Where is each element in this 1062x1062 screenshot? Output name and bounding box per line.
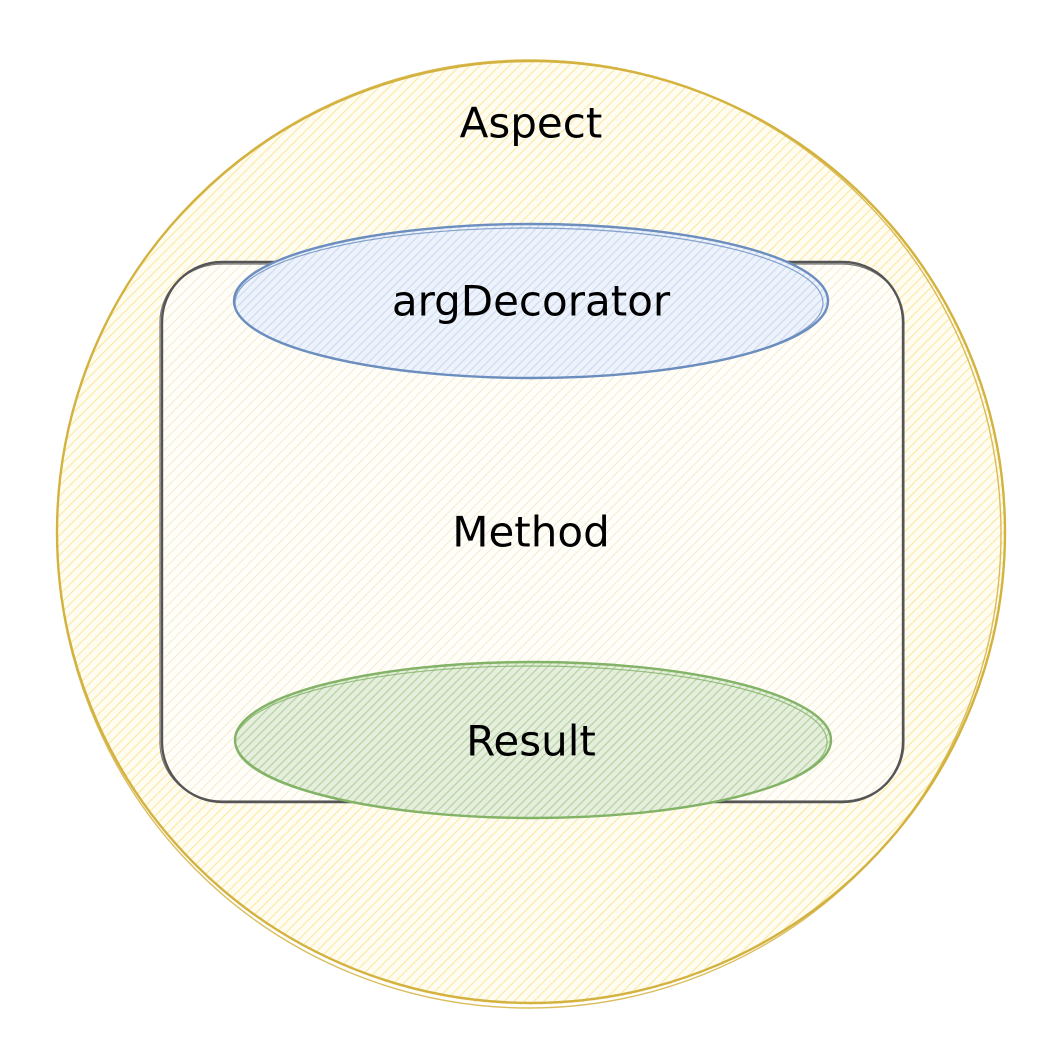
method-label: Method xyxy=(452,508,610,557)
result-ellipse xyxy=(233,660,833,820)
aspect-label: Aspect xyxy=(460,99,603,148)
arg-decorator-label: argDecorator xyxy=(392,277,671,326)
result-label: Result xyxy=(466,717,596,766)
arg-decorator-ellipse xyxy=(232,222,830,380)
